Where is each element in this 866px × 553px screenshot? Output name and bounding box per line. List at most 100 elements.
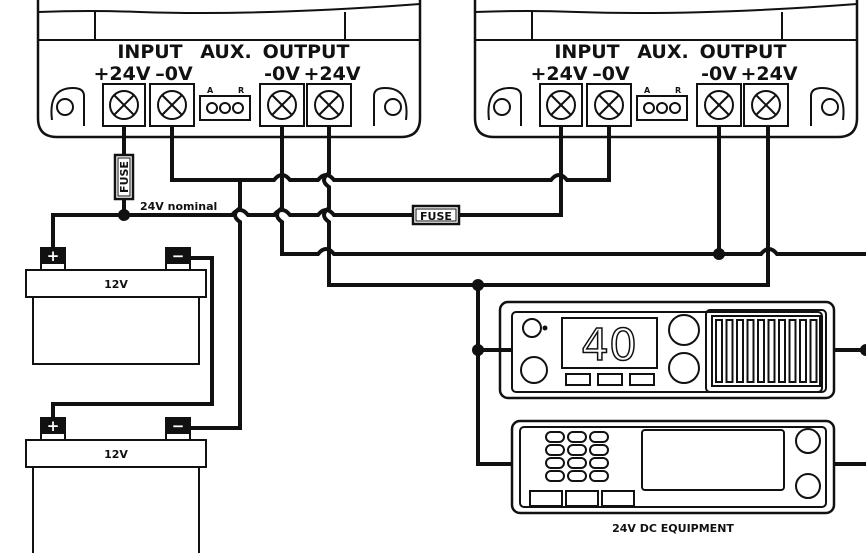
battery-negative-terminal [166,248,190,264]
grille-slot [778,319,786,383]
output-negative-label: -0V [264,63,300,85]
keypad-key [567,457,587,469]
junction-dot [472,279,484,291]
junction-dot [118,209,130,221]
radio-button [565,373,591,386]
keypad-key [567,444,587,456]
battery-positive-terminal [41,418,65,434]
svg-text:−: − [172,417,185,435]
keypad-key [567,431,587,443]
grille-slot [715,319,723,383]
svg-text:FUSE: FUSE [118,161,131,193]
keypad-key [589,431,609,443]
input-positive-label: +24V [530,63,587,85]
terminal-input-negative [586,83,632,127]
aux-terminal-block: A R [199,86,251,121]
svg-text:FUSE: FUSE [420,210,452,223]
keypad-key [589,470,609,482]
converter-right: INPUT AUX. OUTPUT +24V –0V -0V +24V A R [473,0,859,139]
svg-text:R: R [675,86,681,95]
terminal-output-positive [306,83,352,127]
wire-battery-negative [190,180,242,430]
terminal-output-negative [259,83,305,127]
grille-slot [799,319,807,383]
svg-text:R: R [238,86,244,95]
terminal-output-negative [696,83,742,127]
fuse-horizontal: FUSE [411,204,461,226]
aux-label: AUX. [200,41,251,63]
junction-dot [860,344,866,356]
junction-dot [472,344,484,356]
terminal-input-positive [102,83,146,127]
radio-unit: 40 [498,300,836,400]
keypad-key [545,457,565,469]
keypad-key [589,444,609,456]
mounting-hole [56,98,74,116]
keypad-key [567,470,587,482]
keypad-key [589,457,609,469]
grille-slot [809,319,818,383]
equipment-unit: 24V DC EQUIPMENT [510,419,836,535]
mounting-hole [384,98,402,116]
svg-text:A: A [207,86,214,95]
wire-output-negative-left [275,126,719,256]
grille-slot [746,319,755,383]
terminal-input-positive [539,83,583,127]
grille-slot [757,319,765,383]
converter-right-body [473,0,859,139]
input-negative-label: –0V [155,63,193,85]
terminal-output-positive [743,83,789,127]
keypad-key [545,431,565,443]
speaker-grille-icon [520,356,548,384]
battery-top: + − 12V [25,247,207,365]
wiring [51,126,866,466]
svg-text:+: + [47,417,60,435]
radio-button [597,373,623,386]
wire-equipment-positive [476,285,512,466]
input-positive-label: +24V [93,63,150,85]
equipment-button [601,490,635,507]
wire-input-negative [170,126,611,182]
keypad-key [545,470,565,482]
grille-slot [788,319,797,383]
radio-knob [668,314,700,346]
equipment-screen [641,429,785,491]
terminal-input-negative [149,83,195,127]
input-label: INPUT [554,41,619,63]
junction-dot [713,248,725,260]
converter-left: INPUT AUX. OUTPUT +24V –0V -0V +24V A R [36,0,422,139]
equipment-button [565,490,599,507]
knob-icon [522,318,548,338]
grille-slot [725,319,734,383]
input-negative-label: –0V [592,63,630,85]
svg-text:+: + [47,247,60,265]
svg-text:A: A [644,86,651,95]
radio-button [629,373,655,386]
radio-knob [668,352,700,384]
equipment-button [529,490,563,507]
battery-voltage-label: 12V [104,448,128,461]
battery-positive-terminal [41,248,65,264]
converter-left-body [36,0,422,139]
equipment-knob [795,473,821,499]
grille-slot [736,319,744,383]
wire-equipment-negative [834,348,866,466]
output-negative-label: -0V [701,63,737,85]
mounting-hole [493,98,511,116]
svg-text:40: 40 [581,320,637,371]
equipment-knob [795,428,821,454]
battery-bottom: + − 12V [25,417,207,553]
output-positive-label: +24V [303,63,360,85]
aux-label: AUX. [637,41,688,63]
output-label: OUTPUT [263,41,350,63]
battery-voltage-label: 12V [104,278,128,291]
radio-grille [705,309,827,393]
output-positive-label: +24V [740,63,797,85]
svg-text:−: − [172,247,185,265]
battery-negative-terminal [166,418,190,434]
wire-output-positive-left [322,126,770,287]
keypad [545,431,609,482]
equipment-label: 24V DC EQUIPMENT [612,522,734,535]
output-label: OUTPUT [700,41,787,63]
